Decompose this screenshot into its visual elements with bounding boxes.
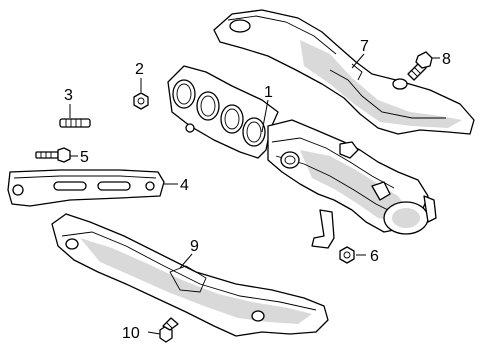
leader-1 bbox=[261, 99, 269, 133]
callout-8: 8 bbox=[442, 51, 451, 68]
callout-7: 7 bbox=[360, 38, 369, 55]
callout-2: 2 bbox=[135, 61, 144, 78]
callouts: 1 2 3 4 5 6 7 8 9 10 bbox=[64, 38, 451, 342]
leader-10 bbox=[147, 331, 161, 335]
part-4-bracket bbox=[7, 169, 165, 207]
part-5-bolt bbox=[35, 147, 71, 163]
part-1-exhaust-manifold bbox=[167, 65, 437, 249]
callout-1: 1 bbox=[264, 84, 273, 101]
part-3-stud bbox=[59, 118, 91, 128]
part-7-upper-heat-shield bbox=[213, 9, 475, 135]
leader-lines bbox=[69, 53, 440, 335]
leader-7 bbox=[351, 53, 365, 69]
callout-5: 5 bbox=[80, 149, 89, 166]
part-10-bolt bbox=[159, 317, 179, 343]
callout-4: 4 bbox=[180, 177, 189, 194]
part-2-nut bbox=[133, 92, 149, 110]
part-8-bolt bbox=[407, 51, 433, 81]
leader-9 bbox=[179, 253, 193, 269]
callout-3: 3 bbox=[64, 87, 73, 104]
callout-9: 9 bbox=[190, 238, 199, 255]
part-9-lower-heat-shield bbox=[51, 213, 329, 337]
callout-6: 6 bbox=[370, 248, 379, 265]
callout-10: 10 bbox=[122, 325, 140, 342]
part-6-nut bbox=[339, 246, 355, 264]
